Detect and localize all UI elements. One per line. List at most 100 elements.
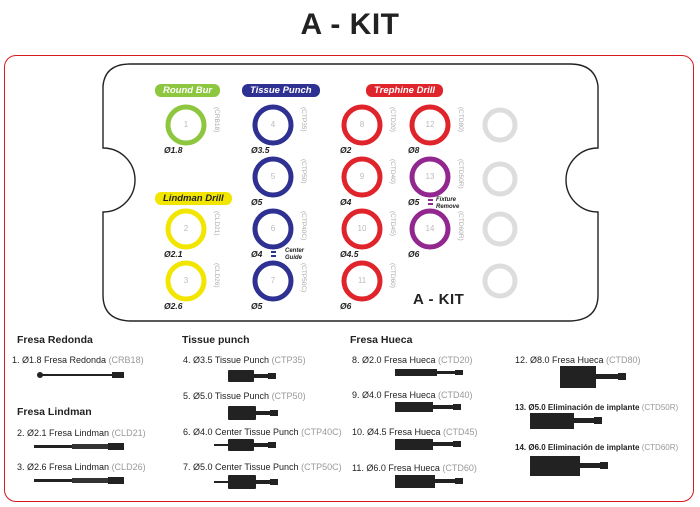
slot-size-label: Ø6 — [408, 249, 420, 259]
legend-item-code: (CTP50C) — [301, 462, 342, 472]
tray-slot-1 — [165, 104, 207, 146]
tag-tissue-punch: Tissue Punch — [242, 84, 320, 97]
tray-slot-4 — [252, 104, 294, 146]
slot-number: 8 — [359, 120, 365, 129]
slot-number: 2 — [183, 224, 189, 233]
tissue-punch-drawing — [214, 475, 278, 489]
tray-slot-10 — [341, 208, 383, 250]
tag-trephine-drill: Trephine Drill — [366, 84, 444, 97]
slot-number: 5 — [270, 172, 276, 181]
tissue-punch-drawing — [228, 370, 276, 382]
fixture-remove-note: Fixture Remove — [436, 197, 460, 210]
trephine-drawing — [395, 475, 463, 488]
tray-slot-11 — [341, 260, 383, 302]
slot-size-label: Ø5 — [251, 301, 263, 311]
legend-item-code: (CTD60) — [442, 463, 477, 473]
legend-item-label: 6. Ø4.0 Center Tissue Punch — [183, 427, 302, 437]
tray-slot-9 — [341, 156, 383, 198]
round-bur-drawing — [37, 372, 124, 378]
slot-size-label: Ø4 — [340, 197, 352, 207]
slot-size-label: Ø2.1 — [164, 249, 183, 259]
legend-item: 11. Ø6.0 Fresa Hueca (CTD60) — [352, 463, 477, 473]
section-fresa-hueca: Fresa Hueca — [350, 334, 413, 346]
empty-slots — [482, 107, 518, 299]
slot-number: 6 — [270, 224, 276, 233]
legend-item-code: (CTD40) — [438, 390, 473, 400]
trephine-drawing — [395, 369, 463, 376]
section-fresa-lindman: Fresa Lindman — [17, 406, 92, 418]
legend-item-code: (CLD21) — [111, 428, 146, 438]
kit-frame — [4, 55, 694, 502]
trephine-drawing — [395, 439, 461, 450]
tray-slot-8 — [341, 104, 383, 146]
slot-size-label: Ø2.6 — [164, 301, 183, 311]
lindman-drill-drawing — [34, 443, 124, 450]
legend-item-code: (CLD26) — [111, 462, 146, 472]
slot-size-label: Ø5 — [251, 197, 263, 207]
section-fresa-redonda: Fresa Redonda — [17, 334, 93, 346]
legend-item: 8. Ø2.0 Fresa Hueca (CTD20) — [352, 355, 473, 365]
legend-item-code: (CTP40C) — [301, 427, 342, 437]
slot-size-label: Ø4 — [251, 249, 263, 259]
tag-round-bur: Round Bur — [155, 84, 221, 97]
slot-size-label: Ø2 — [340, 145, 352, 155]
slot-number: 13 — [425, 172, 435, 181]
tray-slot-5 — [252, 156, 294, 198]
empty-slot — [482, 211, 518, 247]
slot-size-label: Ø8 — [408, 145, 420, 155]
legend-item: 2. Ø2.1 Fresa Lindman (CLD21) — [17, 428, 146, 438]
slot-size-label: Ø1.8 — [164, 145, 183, 155]
legend-item-label: 4. Ø3.5 Tissue Punch — [183, 355, 272, 365]
legend-item-label: 5. Ø5.0 Tissue Punch — [183, 391, 272, 401]
legend-item: 4. Ø3.5 Tissue Punch (CTP35) — [183, 355, 306, 365]
legend-item: 5. Ø5.0 Tissue Punch (CTP50) — [183, 391, 306, 401]
slot-number: 1 — [183, 120, 189, 129]
legend-item-label: 2. Ø2.1 Fresa Lindman — [17, 428, 112, 438]
legend-item-code: (CTD80) — [606, 355, 641, 365]
empty-slot — [482, 107, 518, 143]
slot-number: 7 — [270, 276, 276, 285]
slot-size-label: Ø6 — [340, 301, 352, 311]
slot-size-label: Ø3.5 — [251, 145, 270, 155]
slot-number: 12 — [425, 120, 435, 129]
empty-slot — [482, 161, 518, 197]
slot-number: 9 — [359, 172, 365, 181]
legend-item-label: 8. Ø2.0 Fresa Hueca — [352, 355, 439, 365]
trephine-drawing — [560, 366, 626, 388]
tray-slot-13 — [409, 156, 451, 198]
tag-lindman-drill: Lindman Drill — [155, 192, 232, 205]
removal-drill-drawing — [530, 456, 608, 476]
legend-item: 1. Ø1.8 Fresa Redonda (CRB18) — [12, 355, 144, 365]
link-marks — [271, 199, 433, 257]
tray-outline — [102, 63, 599, 322]
legend-item-code: (CTD20) — [438, 355, 473, 365]
legend-item-label: 14. Ø6.0 Eliminación de implante — [515, 443, 642, 452]
tray-slot-12 — [409, 104, 451, 146]
legend-item: 10. Ø4.5 Fresa Hueca (CTD45) — [352, 427, 478, 437]
slot-number: 10 — [357, 224, 367, 233]
legend-item-label: 11. Ø6.0 Fresa Hueca — [352, 463, 443, 473]
empty-slot — [482, 263, 518, 299]
legend-item-label: 13. Ø5.0 Eliminación de implante — [515, 403, 642, 412]
tray-brand: A - KIT — [413, 291, 465, 308]
slot-size-label: Ø4.5 — [340, 249, 359, 259]
removal-drill-drawing — [530, 413, 602, 429]
tray-slot-14 — [409, 208, 451, 250]
tissue-punch-drawing — [214, 439, 276, 451]
trephine-drawing — [395, 402, 461, 412]
legend-item-label: 3. Ø2.6 Fresa Lindman — [17, 462, 112, 472]
legend-item-label: 10. Ø4.5 Fresa Hueca — [352, 427, 444, 437]
tray-slot-3 — [165, 260, 207, 302]
slot-size-label: Ø5 — [408, 197, 420, 207]
legend-item-code: (CTD50R) — [641, 403, 679, 412]
legend-item-code: (CTD60R) — [641, 443, 679, 452]
legend-item: 3. Ø2.6 Fresa Lindman (CLD26) — [17, 462, 146, 472]
legend-item: 12. Ø8.0 Fresa Hueca (CTD80) — [515, 355, 641, 365]
legend-item: 13. Ø5.0 Eliminación de implante (CTD50R… — [515, 403, 678, 412]
legend-item-label: 1. Ø1.8 Fresa Redonda — [12, 355, 109, 365]
legend-item-code: (CTD45) — [443, 427, 478, 437]
tray-slot-7 — [252, 260, 294, 302]
center-guide-note: Center Guide — [285, 248, 305, 261]
legend-item-label: 12. Ø8.0 Fresa Hueca — [515, 355, 607, 365]
